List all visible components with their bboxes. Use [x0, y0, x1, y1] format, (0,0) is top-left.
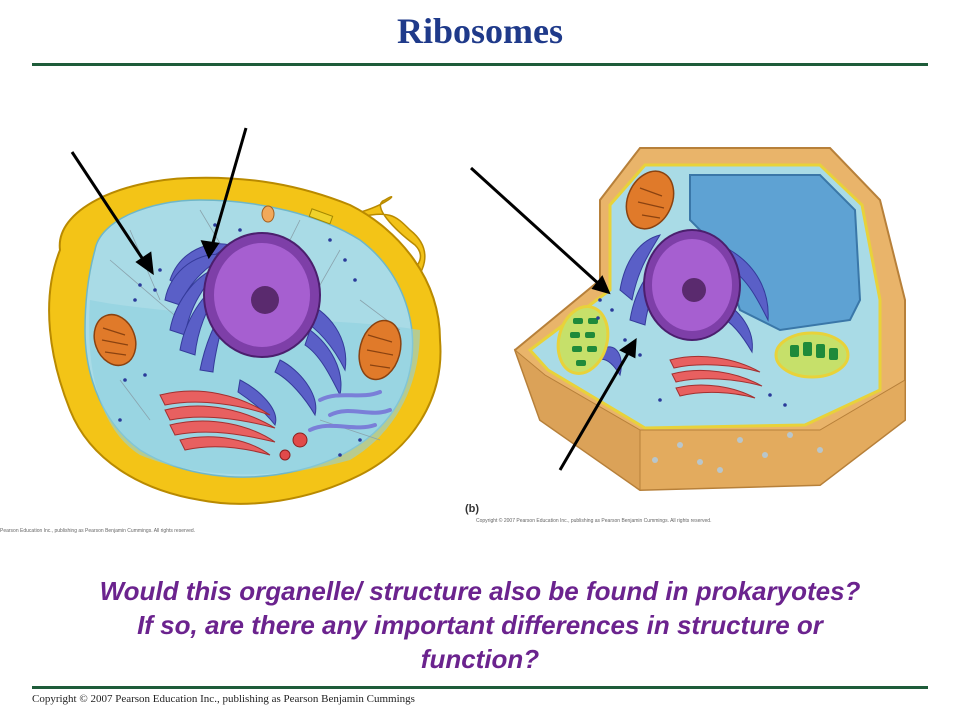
lysosome	[292, 432, 308, 448]
golgi-apparatus	[159, 390, 276, 456]
question-line-3: function?	[420, 644, 540, 674]
plant-pointer-arrows	[469, 166, 637, 471]
rough-er	[164, 243, 347, 427]
question-line-1: Would this organelle/ structure also be …	[99, 576, 861, 606]
free-ribosomes	[118, 223, 362, 457]
plant-nucleolus	[682, 278, 706, 302]
smooth-er	[308, 390, 392, 432]
slide-title: Ribosomes	[396, 11, 563, 51]
plant-figure-label: (b)	[465, 503, 480, 515]
vesicle	[279, 449, 291, 461]
plant-mitochondrion	[625, 170, 675, 230]
discussion-question: Would this organelle/ structure also be …	[10, 574, 950, 676]
footer-divider	[32, 686, 928, 689]
title-divider	[32, 63, 928, 66]
animal-figure-credit: Pearson Education Inc., publishing as Pe…	[0, 528, 196, 534]
cell-wall-front	[639, 379, 906, 491]
plant-cell-figure	[469, 147, 906, 492]
cell-illustrations	[48, 127, 906, 505]
animal-pointer-arrows	[70, 127, 248, 276]
centriole	[308, 208, 334, 225]
animal-cell-figure	[48, 127, 442, 505]
mitochondria	[93, 313, 402, 381]
nucleolus	[251, 286, 279, 314]
plant-figure-credit: Copyright © 2007 Pearson Education Inc.,…	[476, 518, 712, 524]
chloroplasts	[556, 305, 850, 379]
question-line-2: If so, are there any important differenc…	[137, 610, 823, 640]
plant-free-ribosomes	[596, 298, 787, 407]
peroxisome	[261, 205, 275, 223]
copyright-footer: Copyright © 2007 Pearson Education Inc.,…	[32, 693, 415, 705]
plasmodesmata	[652, 432, 823, 473]
plant-golgi	[669, 355, 763, 399]
